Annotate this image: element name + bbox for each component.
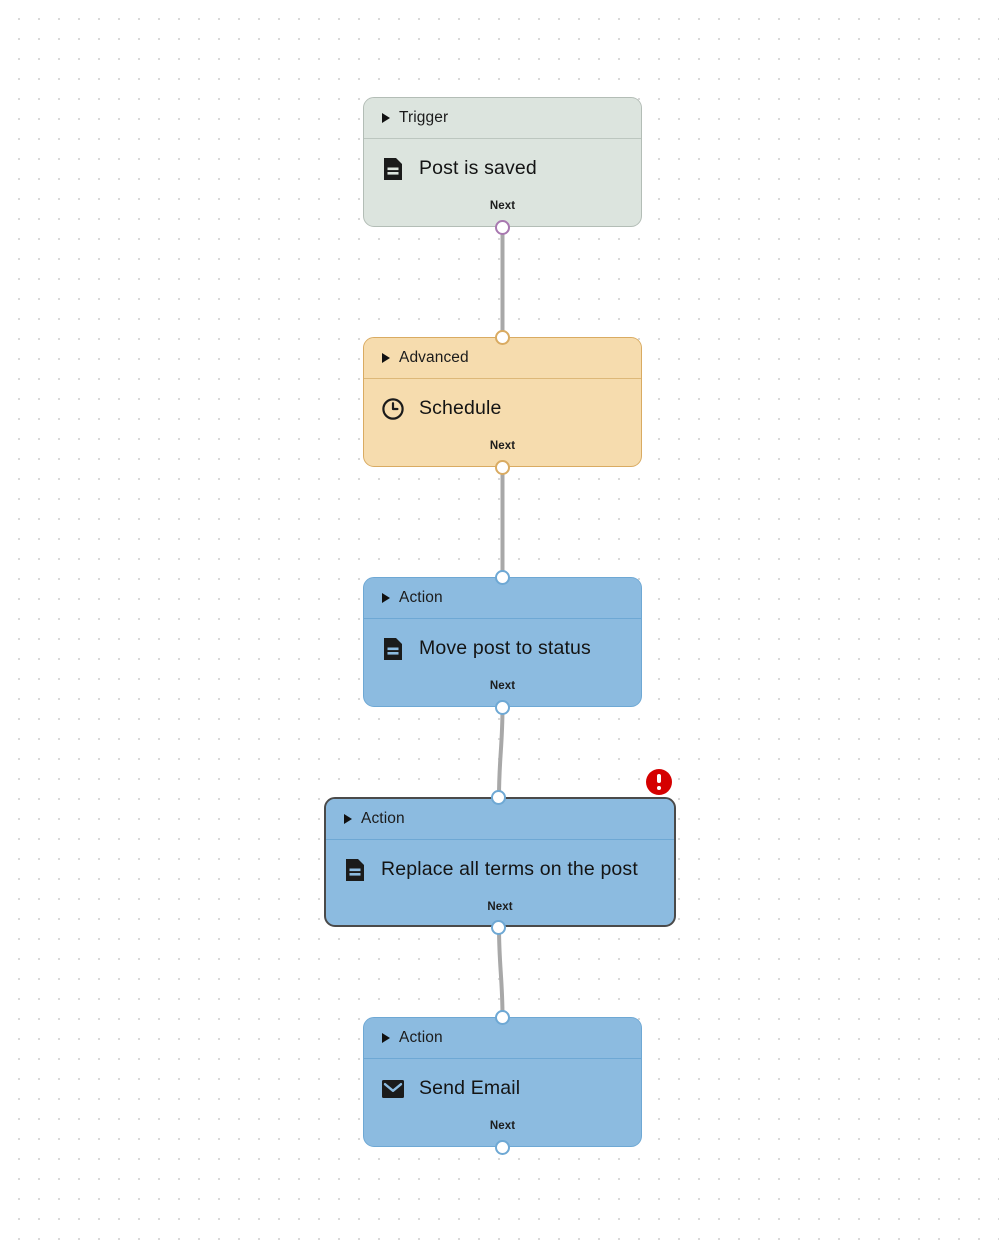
chevron-right-icon[interactable] (382, 113, 390, 123)
workflow-node-send-email[interactable]: Action Send Email Next (363, 1017, 642, 1147)
error-exclamation-icon (657, 774, 661, 790)
node-error-badge[interactable] (646, 769, 672, 795)
workflow-node-trigger[interactable]: Trigger Post is saved Next (363, 97, 642, 227)
node-header-divider (364, 1058, 641, 1059)
node-category-label: Advanced (399, 349, 469, 366)
input-port-replace-all-terms[interactable] (491, 790, 506, 805)
node-header-divider (326, 839, 674, 840)
node-title: Replace all terms on the post (381, 858, 638, 880)
chevron-right-icon[interactable] (382, 1033, 390, 1043)
node-header-divider (364, 378, 641, 379)
input-port-move-post-to-status[interactable] (495, 570, 510, 585)
node-category-label: Action (399, 589, 443, 606)
node-title: Move post to status (419, 637, 591, 659)
clock-icon (381, 397, 405, 421)
node-title: Post is saved (419, 157, 537, 179)
node-category-label: Trigger (399, 109, 449, 126)
envelope-icon (381, 1077, 405, 1101)
node-body-move-post[interactable]: Move post to status (364, 619, 641, 678)
chevron-right-icon[interactable] (382, 593, 390, 603)
node-header-advanced[interactable]: Advanced (364, 338, 641, 378)
document-icon (381, 157, 405, 181)
output-port-replace-all-terms[interactable] (491, 920, 506, 935)
document-icon (381, 637, 405, 661)
edge-move-post-to-replace-terms (497, 705, 505, 799)
node-category-label: Action (399, 1029, 443, 1046)
input-port-send-email[interactable] (495, 1010, 510, 1025)
node-header-divider (364, 138, 641, 139)
document-icon (343, 858, 367, 882)
output-port-move-post-to-status[interactable] (495, 700, 510, 715)
output-port-advanced[interactable] (495, 460, 510, 475)
node-header-divider (364, 618, 641, 619)
node-body-advanced[interactable]: Schedule (364, 379, 641, 438)
chevron-right-icon[interactable] (344, 814, 352, 824)
node-footer-label: Next (489, 440, 516, 452)
workflow-node-advanced[interactable]: Advanced Schedule Next (363, 337, 642, 467)
workflow-node-replace-all-terms[interactable]: Action Replace all terms on the post Nex… (324, 797, 676, 927)
node-title: Schedule (419, 397, 502, 419)
input-port-advanced[interactable] (495, 330, 510, 345)
chevron-right-icon[interactable] (382, 353, 390, 363)
node-title: Send Email (419, 1077, 521, 1099)
node-body-replace-terms[interactable]: Replace all terms on the post (326, 840, 674, 899)
node-footer-label: Next (487, 901, 513, 913)
edge-replace-terms-to-send-email (497, 925, 505, 1019)
node-header-replace-terms[interactable]: Action (326, 799, 674, 839)
node-footer-label: Next (489, 680, 516, 692)
node-body-trigger[interactable]: Post is saved (364, 139, 641, 198)
output-port-trigger[interactable] (495, 220, 510, 235)
node-body-send-email[interactable]: Send Email (364, 1059, 641, 1118)
output-port-send-email[interactable] (495, 1140, 510, 1155)
node-category-label: Action (361, 810, 405, 827)
node-footer-label: Next (489, 1120, 516, 1132)
node-header-trigger[interactable]: Trigger (364, 98, 641, 138)
node-footer-label: Next (489, 200, 516, 212)
workflow-node-move-post-to-status[interactable]: Action Move post to status Next (363, 577, 642, 707)
